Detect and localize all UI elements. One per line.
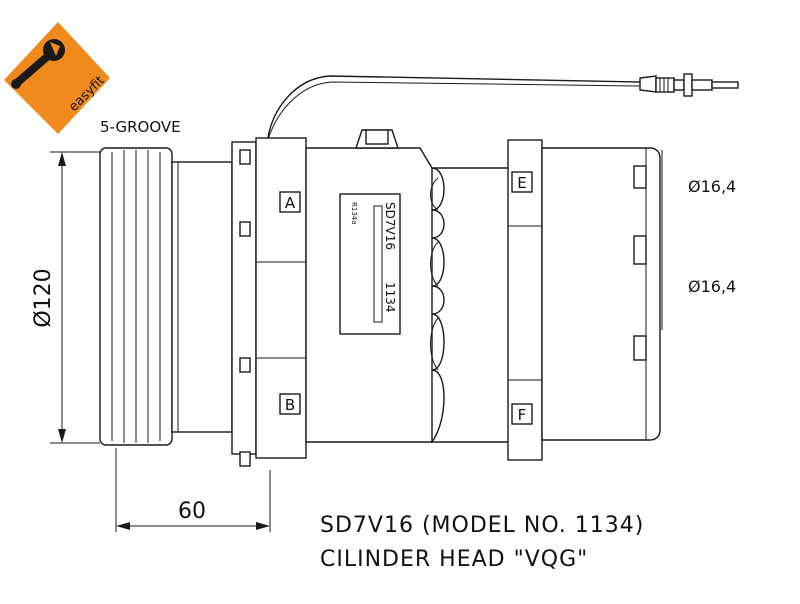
mark-b-box — [279, 393, 301, 415]
rear-cover — [541, 147, 663, 441]
length-label: 60 — [178, 499, 206, 524]
mark-a: A — [285, 194, 296, 212]
cylinder-head — [430, 167, 511, 443]
mark-e: E — [517, 174, 526, 192]
caption-line-2: CILINDER HEAD "VQG" — [320, 547, 588, 572]
brand-logo: easyfit — [4, 22, 110, 134]
port-diameter-1: Ø16,4 — [688, 177, 736, 196]
mark-e-box — [511, 171, 533, 193]
diameter-pulley-label: Ø120 — [31, 268, 56, 327]
port-diameter-2: Ø16,4 — [688, 277, 736, 296]
dimension-diameter: Ø120 — [31, 151, 100, 444]
dimension-length: 60 — [115, 448, 271, 532]
temperature-sensor — [267, 73, 739, 141]
mark-b: B — [285, 396, 295, 414]
refrigerant-label: R134a — [350, 202, 358, 225]
logo-diamond — [4, 22, 110, 134]
front-housing: A B — [231, 137, 307, 467]
mark-f: F — [518, 406, 527, 424]
model-plate-text: SD7V16 — [383, 202, 397, 250]
wrench-icon — [11, 39, 65, 89]
model-plate — [339, 193, 401, 335]
rear-flange: E F — [507, 139, 543, 461]
mark-f-box — [511, 403, 533, 425]
compressor-body: SD7V16 1134 R134a — [305, 129, 433, 443]
model-plate-number: 1134 — [383, 282, 397, 313]
caption-line-1: SD7V16 (MODEL NO. 1134) — [320, 513, 644, 538]
mark-a-box — [279, 191, 301, 213]
pulley — [99, 147, 233, 446]
groove-label: 5-GROOVE — [100, 118, 181, 136]
